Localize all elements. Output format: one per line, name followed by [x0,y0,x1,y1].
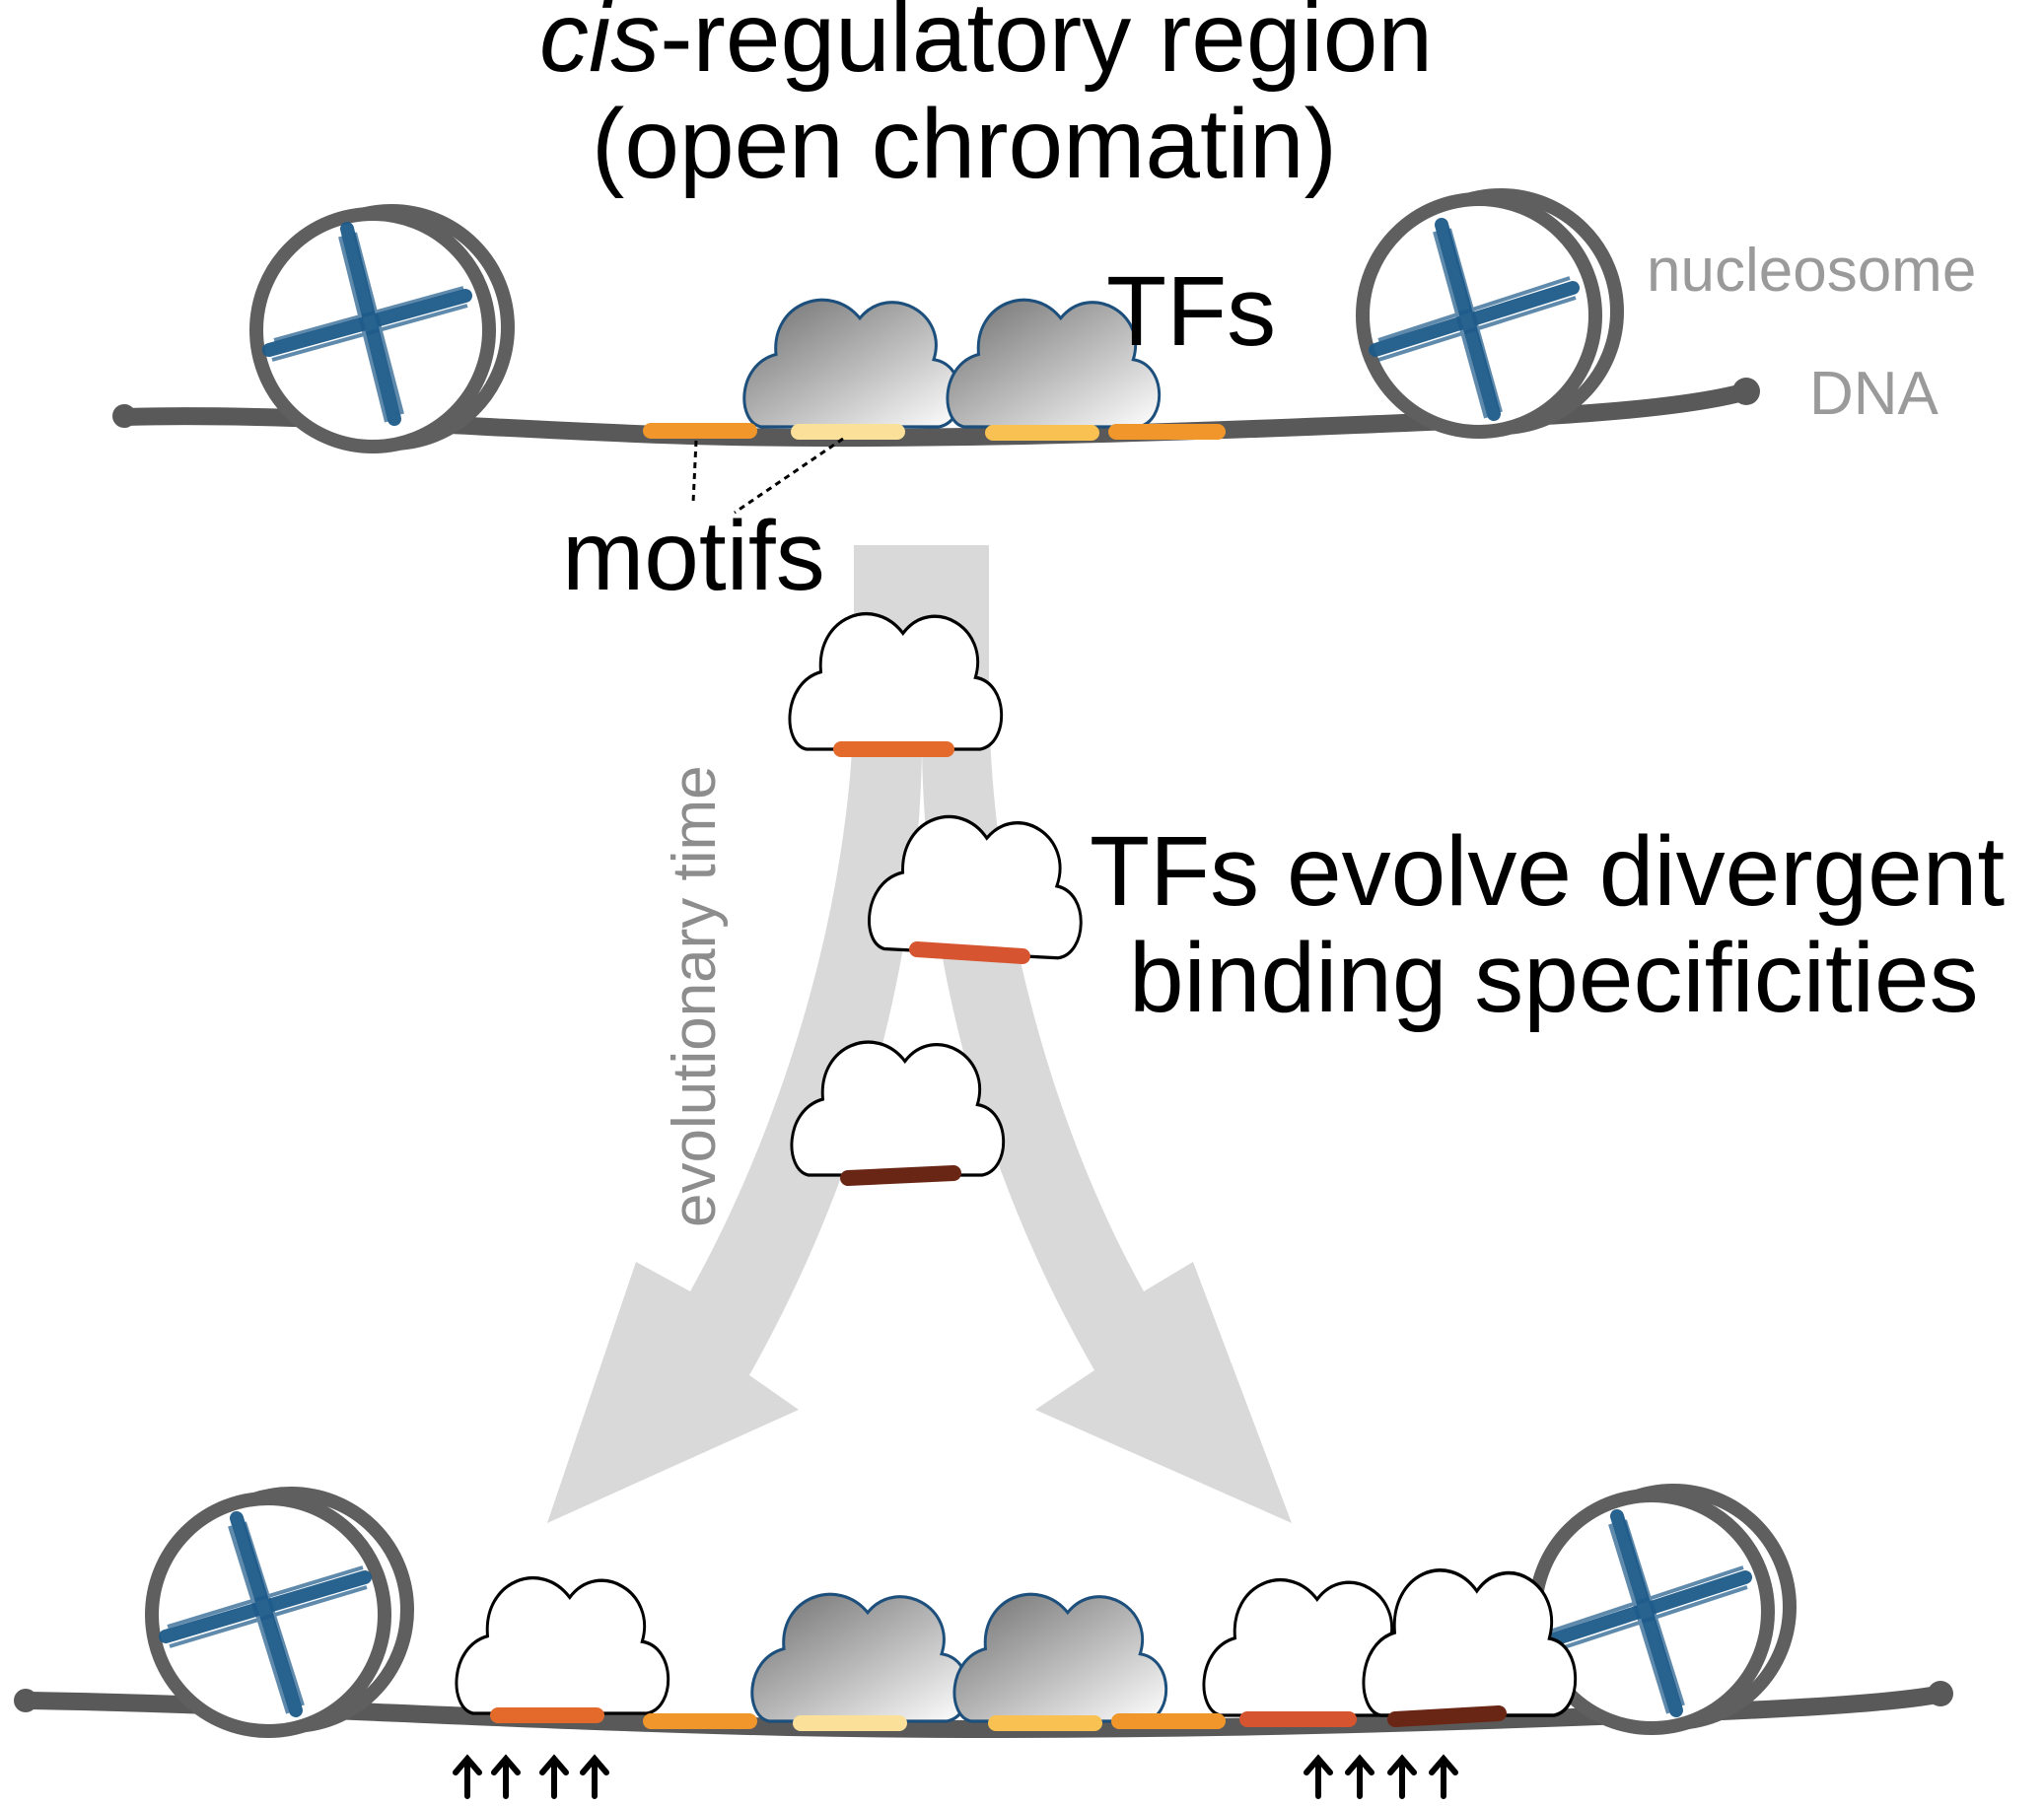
mutation-arrows-right [1304,1754,1458,1799]
nucleosome-bottom-left [145,1487,414,1738]
tfs-label: TFs [1106,256,1276,367]
tf-evolving-1 [788,611,1004,757]
evolutionary-time-arrow [547,545,1292,1523]
tf-bound-top-1 [742,298,962,429]
title-line-1: cis-regulatory region [539,0,1433,93]
tf-evolving-3 [790,1040,1006,1186]
nucleosome-top-left [249,204,515,453]
tf-diverged-left [455,1575,670,1715]
motifs-label: motifs [562,501,825,611]
nucleosome-label: nucleosome [1647,237,1976,305]
title-line-2: (open chromatin) [592,89,1337,199]
divergence-label-line-2: binding specificities [1129,923,1979,1033]
evolutionary-time-label: evolutionary time [661,765,729,1227]
tf-diverged-right-2 [1362,1568,1578,1717]
top-chromatin-row [112,188,1760,515]
nucleosome-top-right [1356,188,1624,439]
tf-bound-bottom-2 [952,1592,1168,1723]
tf-evolving-2 [866,810,1089,964]
tf-bound-bottom-1 [750,1592,970,1723]
mutation-arrows-left [453,1754,609,1799]
dna-label: DNA [1809,360,1939,428]
bottom-chromatin-row [14,1484,1953,1799]
divergence-label-line-1: TFs evolve divergent [1090,816,2005,927]
motif-bottom-7 [1387,1705,1507,1727]
